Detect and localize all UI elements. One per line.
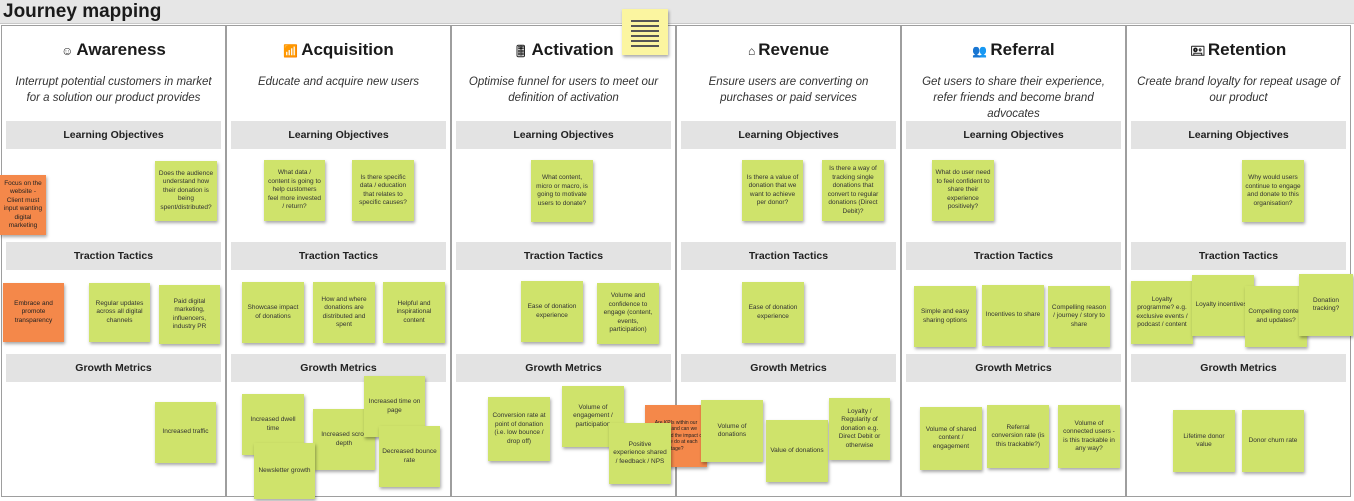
- card-icon: 🖭: [1190, 44, 1205, 58]
- sticky-note[interactable]: Loyalty programme? e.g. exclusive events…: [1131, 281, 1193, 344]
- sticky-note[interactable]: Simple and easy sharing options: [914, 286, 976, 347]
- slider-icon: 🎚: [513, 44, 529, 58]
- column-title: ☺Awareness: [61, 40, 166, 59]
- sticky-note[interactable]: What data / content is going to help cus…: [264, 160, 325, 221]
- sticky-note-icon[interactable]: [622, 9, 668, 55]
- sticky-note[interactable]: What content, micro or macro, is going t…: [531, 160, 593, 222]
- column-title: 👥Referral: [972, 40, 1055, 59]
- sticky-note[interactable]: Decreased bounce rate: [379, 426, 440, 487]
- smiley-icon: ☺: [61, 44, 74, 58]
- sticky-note[interactable]: What do user need to feel confident to s…: [932, 160, 994, 221]
- band-learning-objectives: Learning Objectives: [681, 121, 896, 149]
- sticky-note[interactable]: Showcase impact of donations: [242, 282, 304, 343]
- sticky-note[interactable]: Helpful and inspirational content: [383, 282, 445, 343]
- band-learning-objectives: Learning Objectives: [231, 121, 446, 149]
- sticky-note[interactable]: Newsletter growth: [254, 443, 315, 499]
- signal-chart-icon: 📶: [283, 44, 299, 58]
- sticky-note[interactable]: Volume of donations: [701, 400, 763, 462]
- band-growth-metrics: Growth Metrics: [681, 354, 896, 382]
- sticky-note[interactable]: How and where donations are distributed …: [313, 282, 375, 343]
- column-subtitle: Get users to share their experience, ref…: [922, 76, 1105, 120]
- band-growth-metrics: Growth Metrics: [906, 354, 1121, 382]
- column-title: 🖭Retention: [1190, 40, 1287, 59]
- sticky-note[interactable]: Referral conversion rate (is this tracka…: [987, 405, 1049, 468]
- column-retention: 🖭Retention Create brand loyalty for repe…: [1126, 25, 1351, 497]
- sticky-note[interactable]: Compelling context and updates?: [1245, 286, 1307, 347]
- band-learning-objectives: Learning Objectives: [6, 121, 221, 149]
- band-growth-metrics: Growth Metrics: [1131, 354, 1346, 382]
- sticky-note[interactable]: Volume of shared content / engagement: [920, 407, 982, 470]
- sticky-note[interactable]: Why would users continue to engage and d…: [1242, 160, 1304, 222]
- sticky-note[interactable]: Donation tracking?: [1299, 274, 1353, 336]
- band-traction-tactics: Traction Tactics: [906, 242, 1121, 270]
- sticky-note[interactable]: Volume of connected users - is this trac…: [1058, 405, 1120, 468]
- band-learning-objectives: Learning Objectives: [906, 121, 1121, 149]
- sticky-note[interactable]: Is there specific data / education that …: [352, 160, 414, 221]
- column-title: 📶Acquisition: [283, 40, 394, 59]
- column-subtitle: Educate and acquire new users: [257, 76, 420, 88]
- sticky-note[interactable]: Lifetime donor value: [1173, 410, 1235, 472]
- sticky-note[interactable]: Does the audience understand how their d…: [155, 161, 217, 221]
- sticky-note[interactable]: Ease of donation experience: [742, 282, 804, 343]
- sticky-note[interactable]: Paid digital marketing, influencers, ind…: [159, 285, 220, 344]
- band-traction-tactics: Traction Tactics: [6, 242, 221, 270]
- people-icon: 👥: [972, 44, 988, 58]
- band-traction-tactics: Traction Tactics: [681, 242, 896, 270]
- band-traction-tactics: Traction Tactics: [231, 242, 446, 270]
- sticky-note[interactable]: Donor churn rate: [1242, 410, 1304, 472]
- sticky-note[interactable]: Loyalty incentives?: [1192, 275, 1254, 336]
- sticky-note[interactable]: Incentives to share: [982, 285, 1044, 346]
- sticky-note[interactable]: Loyalty / Regularity of donation e.g. Di…: [829, 398, 890, 460]
- sticky-note[interactable]: Positive experience shared / feedback / …: [609, 423, 671, 484]
- band-traction-tactics: Traction Tactics: [1131, 242, 1346, 270]
- board-title: Journey mapping: [0, 0, 1354, 24]
- column-subtitle: Interrupt potential customers in market …: [15, 76, 212, 104]
- sticky-note[interactable]: Compelling reason / journey / story to s…: [1048, 286, 1110, 347]
- column-title: 🎚Activation: [513, 40, 614, 59]
- column-subtitle: Ensure users are converting on purchases…: [708, 76, 869, 104]
- band-growth-metrics: Growth Metrics: [456, 354, 671, 382]
- sticky-note[interactable]: Conversion rate at point of donation (i.…: [488, 397, 550, 461]
- column-subtitle: Create brand loyalty for repeat usage of…: [1137, 76, 1340, 104]
- sticky-note[interactable]: Ease of donation experience: [521, 281, 583, 342]
- sticky-note[interactable]: Value of donations: [766, 420, 828, 482]
- column-subtitle: Optimise funnel for users to meet our de…: [468, 76, 659, 104]
- band-learning-objectives: Learning Objectives: [456, 121, 671, 149]
- sticky-note[interactable]: Volume and confidence to engage (content…: [597, 283, 659, 344]
- sticky-note[interactable]: Focus on the website - Client must input…: [0, 175, 46, 235]
- sticky-note[interactable]: Is there a way of tracking single donati…: [822, 160, 884, 221]
- sticky-note[interactable]: Is there a value of donation that we wan…: [742, 160, 803, 221]
- band-growth-metrics: Growth Metrics: [6, 354, 221, 382]
- column-awareness: ☺Awareness Interrupt potential customers…: [1, 25, 226, 497]
- sticky-note[interactable]: Embrace and promote transparency: [3, 283, 64, 342]
- band-learning-objectives: Learning Objectives: [1131, 121, 1346, 149]
- column-title: ⌂Revenue: [747, 40, 830, 59]
- band-traction-tactics: Traction Tactics: [456, 242, 671, 270]
- house-icon: ⌂: [747, 44, 756, 58]
- sticky-note[interactable]: Increased traffic: [155, 402, 216, 463]
- sticky-note[interactable]: Regular updates across all digital chann…: [89, 283, 150, 342]
